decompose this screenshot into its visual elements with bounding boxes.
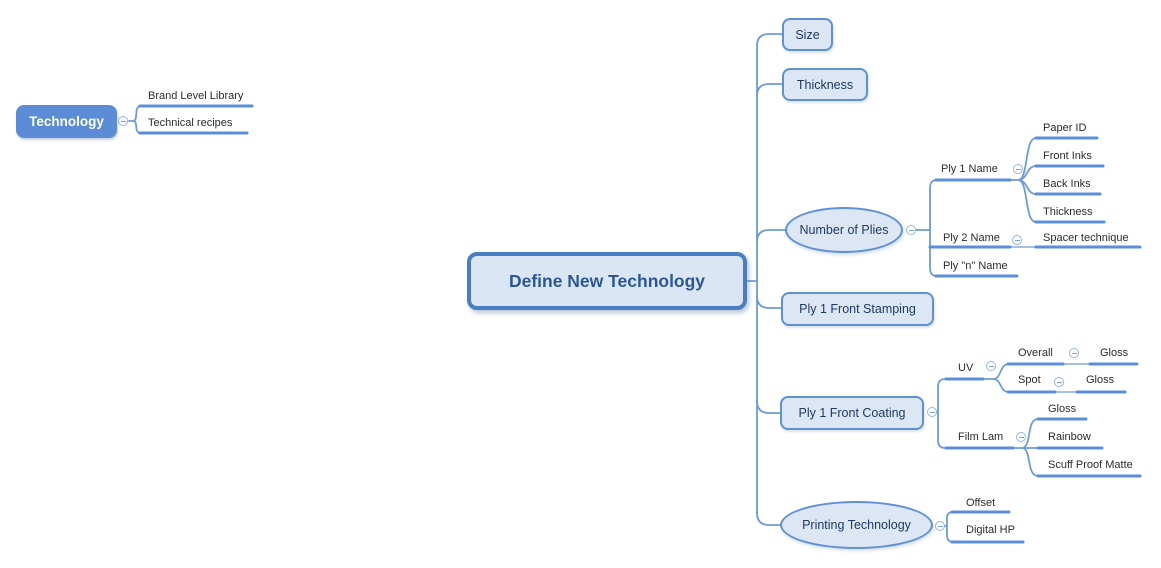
collapse-toggle-technology[interactable] bbox=[118, 116, 128, 126]
connector-branch-plies bbox=[756, 229, 787, 243]
topic-scuff-proof-matte[interactable]: Scuff Proof Matte bbox=[1048, 459, 1133, 471]
topic-back-inks[interactable]: Back Inks bbox=[1043, 178, 1091, 190]
topic-gloss-overall[interactable]: Gloss bbox=[1100, 347, 1129, 359]
topic-gloss-spot[interactable]: Gloss bbox=[1086, 374, 1115, 386]
connector-ply1-fan bbox=[1009, 137, 1037, 223]
topic-digital-hp[interactable]: Digital HP bbox=[966, 524, 1015, 536]
minus-icon bbox=[908, 229, 914, 231]
topic-ply1-name[interactable]: Ply 1 Name bbox=[941, 163, 998, 175]
topic-technology[interactable]: Technology bbox=[16, 105, 117, 138]
topic-define-new-technology[interactable]: Define New Technology bbox=[467, 252, 747, 310]
topic-number-of-plies[interactable]: Number of Plies bbox=[785, 207, 903, 253]
topic-number-of-plies-label: Number of Plies bbox=[799, 223, 889, 237]
topic-thickness-label: Thickness bbox=[796, 77, 854, 92]
connector-technology-children bbox=[128, 105, 142, 134]
topic-technology-label: Technology bbox=[29, 114, 104, 129]
minus-icon bbox=[1056, 381, 1062, 383]
connector-coating-trunk bbox=[936, 378, 946, 449]
minus-icon bbox=[988, 365, 994, 367]
topic-define-new-technology-label: Define New Technology bbox=[508, 270, 706, 291]
minus-icon bbox=[1014, 239, 1020, 241]
connector-plies-trunk bbox=[915, 179, 938, 277]
topic-paper-id[interactable]: Paper ID bbox=[1043, 122, 1087, 134]
connector-branch-printing bbox=[756, 512, 782, 526]
topic-printing-technology[interactable]: Printing Technology bbox=[780, 501, 933, 549]
collapse-toggle-number-of-plies[interactable] bbox=[906, 225, 916, 235]
topic-ply1-front-stamping-label: Ply 1 Front Stamping bbox=[799, 302, 916, 316]
collapse-toggle-uv[interactable] bbox=[986, 361, 996, 371]
collapse-toggle-ply1-name[interactable] bbox=[1013, 164, 1023, 174]
minus-icon bbox=[929, 411, 935, 413]
topic-rainbow[interactable]: Rainbow bbox=[1048, 431, 1091, 443]
collapse-toggle-overall[interactable] bbox=[1069, 348, 1079, 358]
topic-thickness[interactable]: Thickness bbox=[782, 68, 868, 101]
topic-ply2-name[interactable]: Ply 2 Name bbox=[943, 232, 1000, 244]
connector-branch-size bbox=[756, 33, 783, 47]
topic-ply1-front-coating[interactable]: Ply 1 Front Coating bbox=[780, 396, 924, 430]
collapse-toggle-printing-technology[interactable] bbox=[935, 521, 945, 531]
topic-spacer-technique[interactable]: Spacer technique bbox=[1043, 232, 1129, 244]
topic-spot[interactable]: Spot bbox=[1018, 374, 1041, 386]
collapse-toggle-ply2-name[interactable] bbox=[1012, 235, 1022, 245]
topic-ply1-front-stamping[interactable]: Ply 1 Front Stamping bbox=[781, 292, 934, 326]
collapse-toggle-spot[interactable] bbox=[1054, 377, 1064, 387]
topic-technical-recipes[interactable]: Technical recipes bbox=[148, 117, 233, 129]
connector-branch-stamping bbox=[756, 295, 782, 309]
topic-size[interactable]: Size bbox=[782, 18, 833, 51]
topic-gloss-film[interactable]: Gloss bbox=[1048, 403, 1077, 415]
minus-icon bbox=[1015, 168, 1021, 170]
connector-printing-trunk bbox=[944, 511, 954, 543]
connector-branch-thickness bbox=[756, 83, 783, 97]
collapse-toggle-ply1-front-coating[interactable] bbox=[927, 407, 937, 417]
topic-overall[interactable]: Overall bbox=[1018, 347, 1053, 359]
topic-film-lam[interactable]: Film Lam bbox=[958, 431, 1004, 443]
topic-front-inks[interactable]: Front Inks bbox=[1043, 150, 1092, 162]
topic-thickness-sub[interactable]: Thickness bbox=[1043, 206, 1093, 218]
topic-brand-level-library[interactable]: Brand Level Library bbox=[148, 90, 244, 102]
connector-branch-coating bbox=[756, 400, 782, 414]
minus-icon bbox=[937, 525, 943, 527]
topic-offset[interactable]: Offset bbox=[966, 497, 996, 509]
minus-icon bbox=[1071, 352, 1077, 354]
minus-icon bbox=[1018, 436, 1024, 438]
connector-filmlam-fan bbox=[1012, 418, 1039, 477]
topic-ply-n-name[interactable]: Ply "n" Name bbox=[943, 260, 1008, 272]
collapse-toggle-film-lam[interactable] bbox=[1016, 432, 1026, 442]
topic-printing-technology-label: Printing Technology bbox=[802, 518, 911, 532]
topic-ply1-front-coating-label: Ply 1 Front Coating bbox=[798, 406, 906, 420]
topic-size-label: Size bbox=[795, 27, 820, 42]
topic-uv[interactable]: UV bbox=[958, 362, 974, 374]
minus-icon bbox=[120, 120, 126, 122]
